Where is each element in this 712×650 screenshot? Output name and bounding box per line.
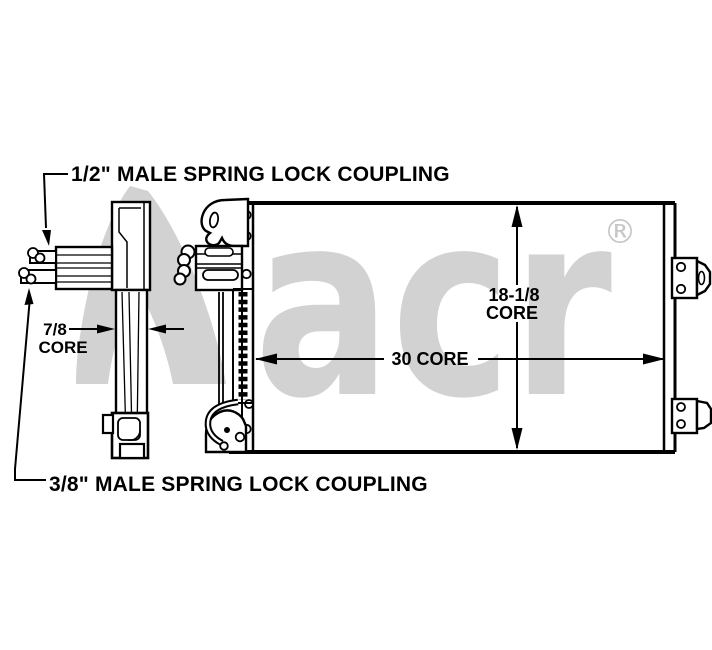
core-depth-unit: CORE: [38, 338, 87, 357]
registered-trademark-icon: ®: [604, 212, 637, 251]
side-coupling-lower: [18, 267, 57, 285]
side-view-foot: [101, 411, 150, 460]
side-view-fitting-block: [18, 245, 114, 291]
front-coupling-upper: [177, 244, 196, 267]
leader-arrow-up: [24, 288, 34, 305]
front-coupling-lower: [173, 264, 191, 286]
core-width-label: 30 CORE: [391, 349, 468, 369]
dim-arrow-right: [97, 324, 115, 334]
coupling-bottom-label: 3/8" MALE SPRING LOCK COUPLING: [49, 473, 428, 496]
coupling-top-label: 1/2" MALE SPRING LOCK COUPLING: [71, 163, 450, 186]
coupling-bottom-callout: 3/8" MALE SPRING LOCK COUPLING: [14, 288, 428, 496]
condenser-front-view: [173, 197, 712, 454]
dim-arrow-left: [255, 353, 277, 365]
dim-arrow-down: [511, 428, 523, 450]
core-depth-value: 7/8: [43, 320, 67, 339]
front-fitting-block: [173, 244, 244, 292]
core-height-dimension: 18-1/8 CORE: [486, 205, 540, 450]
core-width-dimension: 30 CORE: [255, 349, 665, 369]
fin-ladder-strip: [218, 288, 253, 404]
dim-arrow-up: [511, 205, 523, 227]
brand-watermark-text: acr: [254, 158, 612, 455]
front-top-bracket: [200, 197, 250, 248]
condenser-side-view: [18, 200, 152, 460]
right-upper-bracket: [670, 256, 712, 300]
dim-arrow-left: [148, 324, 166, 334]
right-lower-bracket: [670, 397, 712, 435]
core-depth-dimension: 7/8 CORE: [38, 320, 184, 357]
side-view-header: [110, 200, 152, 292]
core-height-unit: CORE: [486, 303, 538, 323]
annotations: 1/2" MALE SPRING LOCK COUPLING 3/8" MALE…: [14, 163, 665, 496]
front-bottom-bracket: [204, 398, 248, 454]
core-height-value: 18-1/8: [488, 285, 539, 305]
brand-watermark: acr ®: [76, 158, 637, 455]
side-coupling-upper: [27, 247, 57, 264]
leader-arrow-down: [42, 230, 51, 246]
coupling-top-callout: 1/2" MALE SPRING LOCK COUPLING: [42, 163, 450, 246]
dim-arrow-right: [643, 353, 665, 365]
